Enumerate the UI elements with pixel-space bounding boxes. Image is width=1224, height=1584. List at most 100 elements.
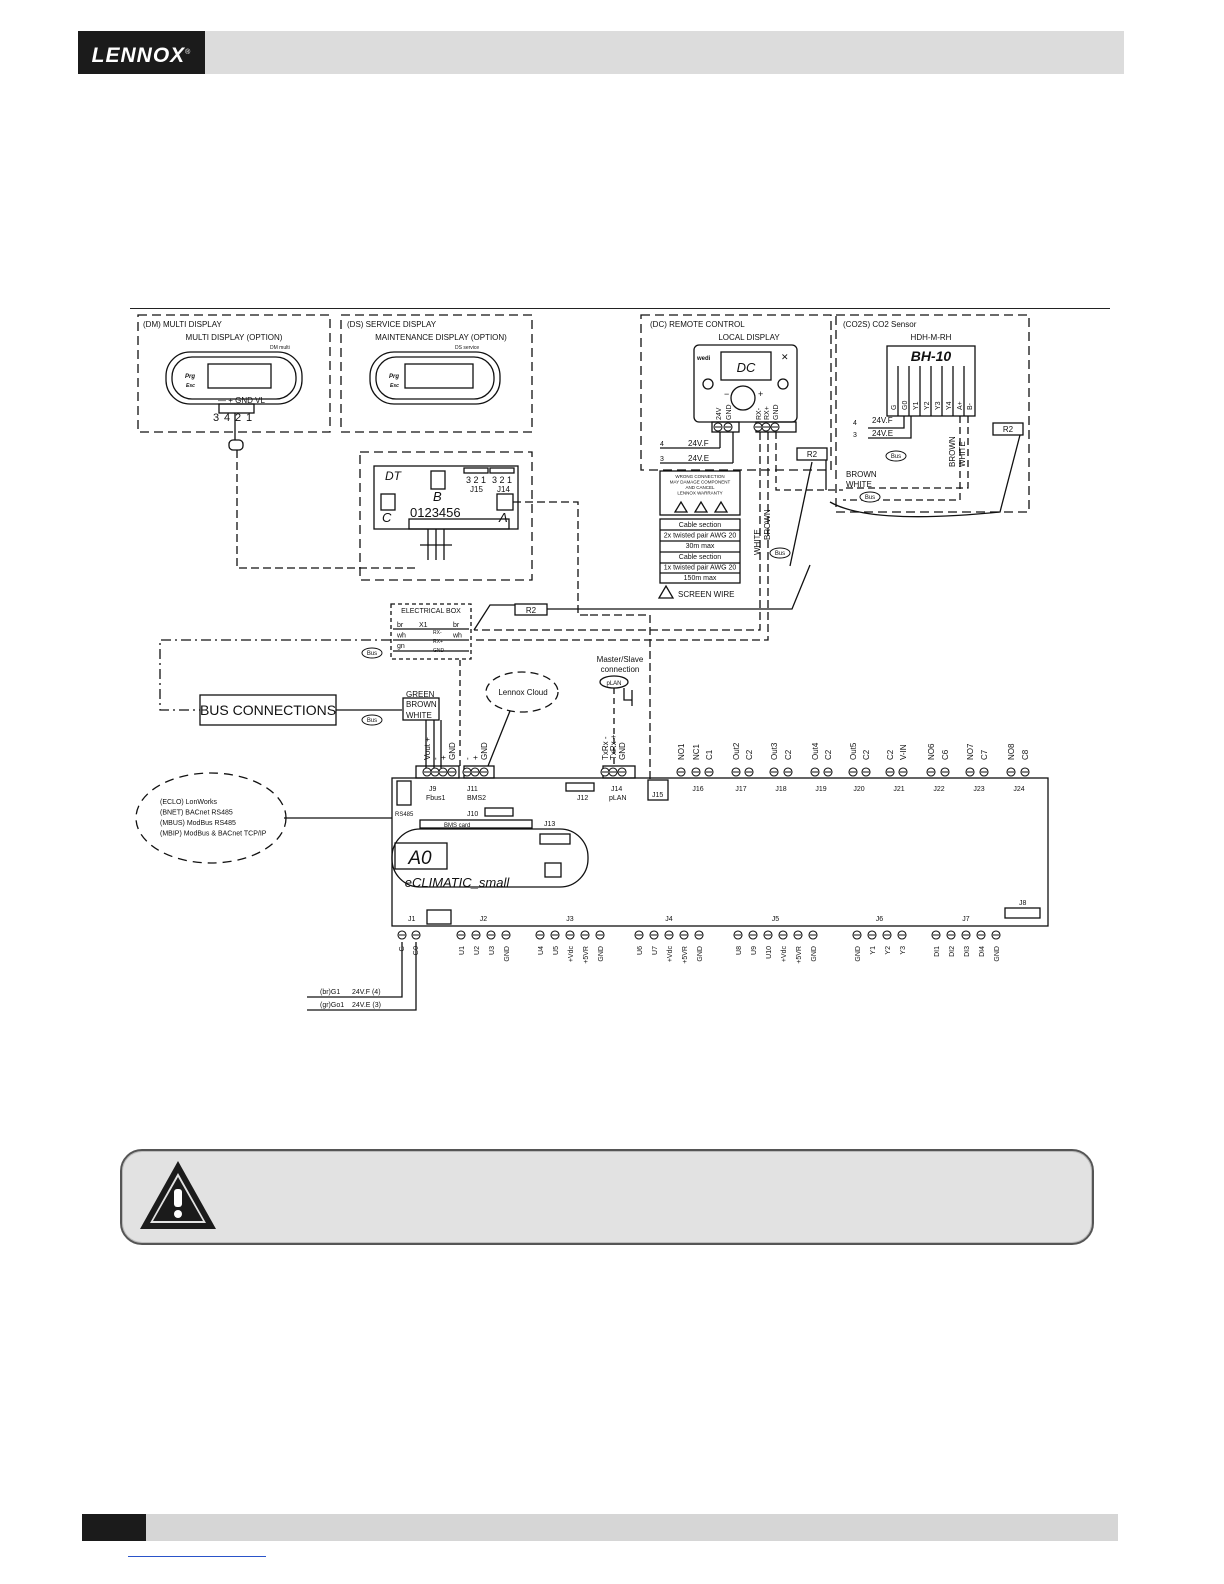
top-pin-label: Out5 <box>849 742 858 760</box>
diagram-label: 4 <box>853 420 857 427</box>
dc-plus: + <box>758 389 763 399</box>
ebox-signal: RX+ <box>433 639 443 645</box>
bottom-pin-label: U4 <box>538 946 545 955</box>
j15-port <box>647 779 669 801</box>
top-rule <box>130 308 1110 309</box>
ebox-left: gn <box>397 643 405 650</box>
bottom-pin-label: +5VR <box>682 946 689 964</box>
controller-name: eCLIMATIC_small <box>405 875 511 890</box>
co2-label: BH-10 <box>911 348 952 364</box>
terminal-pins <box>361 422 1030 940</box>
brown-wire-label: BROWN <box>763 509 772 540</box>
top-pin-label: GND <box>480 742 489 760</box>
co2-pin-label: B- <box>967 402 974 410</box>
dc-24ve: 24V.E <box>688 454 709 463</box>
ebox-mid: X1 <box>419 622 428 629</box>
bottom-connector-label: J5 <box>772 916 780 923</box>
bottom-connector-label: J2 <box>480 916 488 923</box>
footer-link-underline[interactable] <box>128 1556 266 1557</box>
top-pin-label: C2 <box>862 749 871 760</box>
bottom-pin-label: U1 <box>459 946 466 955</box>
top-pin-label: C2 <box>745 749 754 760</box>
dc-screen <box>720 351 772 381</box>
top-pin-label: Out3 <box>770 742 779 760</box>
top-pin-label: C8 <box>1021 749 1030 760</box>
top-pin-label: NO6 <box>927 743 936 760</box>
white-wire-label: WHITE <box>753 529 762 555</box>
dc-brand: wedi <box>696 356 711 362</box>
dm-lcd <box>207 363 272 389</box>
white-label: WHITE <box>406 711 432 720</box>
dt-j14: J14 <box>497 485 510 494</box>
warning-notice-line: WRONG CONNECTION <box>675 474 724 479</box>
ebox-signal: GND <box>433 648 445 654</box>
plan-label: pLAN <box>609 795 627 802</box>
j14-label: J14 <box>611 786 622 793</box>
top-pin-label: NC1 <box>692 743 701 760</box>
top-pin-label: TxRx - <box>601 736 610 760</box>
bottom-pin-label: U8 <box>736 946 743 955</box>
co2-white-horizontal: WHITE <box>846 480 872 489</box>
footer-page-tab <box>82 1514 146 1541</box>
protocol-item: (ECLO) LonWorks <box>160 799 218 806</box>
top-pin-label: GND <box>618 742 627 760</box>
top-pin-label: Vout + <box>423 737 432 760</box>
ebox-left: br <box>397 622 404 629</box>
j10-label: J10 <box>467 811 478 818</box>
bottom-pin-label: U6 <box>637 946 644 955</box>
bus-tag <box>769 547 791 559</box>
j1-label: J1 <box>408 916 416 923</box>
top-connector-label: J18 <box>775 786 786 793</box>
dm-subtitle: MULTI DISPLAY (OPTION) <box>186 333 283 342</box>
ds-subtitle: MAINTENANCE DISPLAY (OPTION) <box>375 333 507 342</box>
co2-pin-label: G <box>891 405 898 410</box>
dt-port-a <box>496 493 514 511</box>
bottom-pin-label: U9 <box>751 946 758 955</box>
top-pin-label: Out4 <box>811 742 820 760</box>
j11-label: J11 <box>467 786 478 793</box>
ebox-right: br <box>453 622 460 629</box>
wiring-warning-label <box>659 470 741 516</box>
header-bar <box>78 31 1124 74</box>
top-connector-label: J21 <box>893 786 904 793</box>
j13-usb <box>539 833 571 845</box>
bus-tag <box>361 714 383 726</box>
plan-badge-label: pLAN <box>606 681 621 687</box>
top-pin-label: V-IN <box>899 744 908 760</box>
cable-table-cell: 2x twisted pair AWG 20 <box>664 533 737 540</box>
dc-title: (DC) REMOTE CONTROL <box>650 320 745 329</box>
bottom-pin-label: GND <box>598 946 605 962</box>
top-pin-label: + <box>439 755 448 760</box>
dm-terminal-number: 3 <box>213 412 219 424</box>
dc-24vf: 24V.F <box>688 439 709 448</box>
esc-key: Esc <box>186 383 195 389</box>
co2-pin-label: A+ <box>957 401 964 410</box>
bottom-pin-label: DI3 <box>964 946 971 957</box>
master-slave-label: Master/Slave <box>597 655 644 664</box>
dt-port-c <box>380 493 396 511</box>
protocol-item: (BNET) BACnet RS485 <box>160 810 233 817</box>
cable-table-cell: 150m max <box>684 575 717 582</box>
master-slave-label: connection <box>601 665 640 674</box>
lennox-logo: LENNOX® <box>78 31 205 74</box>
j13-label: J13 <box>544 821 555 828</box>
j9-label: J9 <box>429 786 437 793</box>
bottom-pin-label: U2 <box>474 946 481 955</box>
warning-notice-line: AND CANCEL <box>685 485 715 490</box>
cable-table-cell: Cable section <box>679 554 722 561</box>
co2-white: WHITE <box>958 441 967 467</box>
protocol-item: (MBIP) ModBus & BACnet TCP/IP <box>160 831 267 838</box>
r2-co2-label: R2 <box>1003 425 1014 434</box>
top-pin-label: - <box>431 757 440 760</box>
dm-terminal-number: 2 <box>235 412 241 424</box>
bottom-pin-label: DI1 <box>934 946 941 957</box>
co2-model: HDH-M-RH <box>911 333 952 342</box>
co2-brown: BROWN <box>948 436 957 467</box>
dc-pin-label: GND <box>773 404 780 420</box>
logo-text: LENNOX <box>91 44 186 67</box>
dm-title: (DM) MULTI DISPLAY <box>143 320 222 329</box>
power-source: (br)G1 <box>320 989 340 996</box>
dm-terminal-number: 4 <box>224 412 230 424</box>
bus-tag-label: Bus <box>367 718 377 724</box>
r2-dc-label: R2 <box>807 450 818 459</box>
